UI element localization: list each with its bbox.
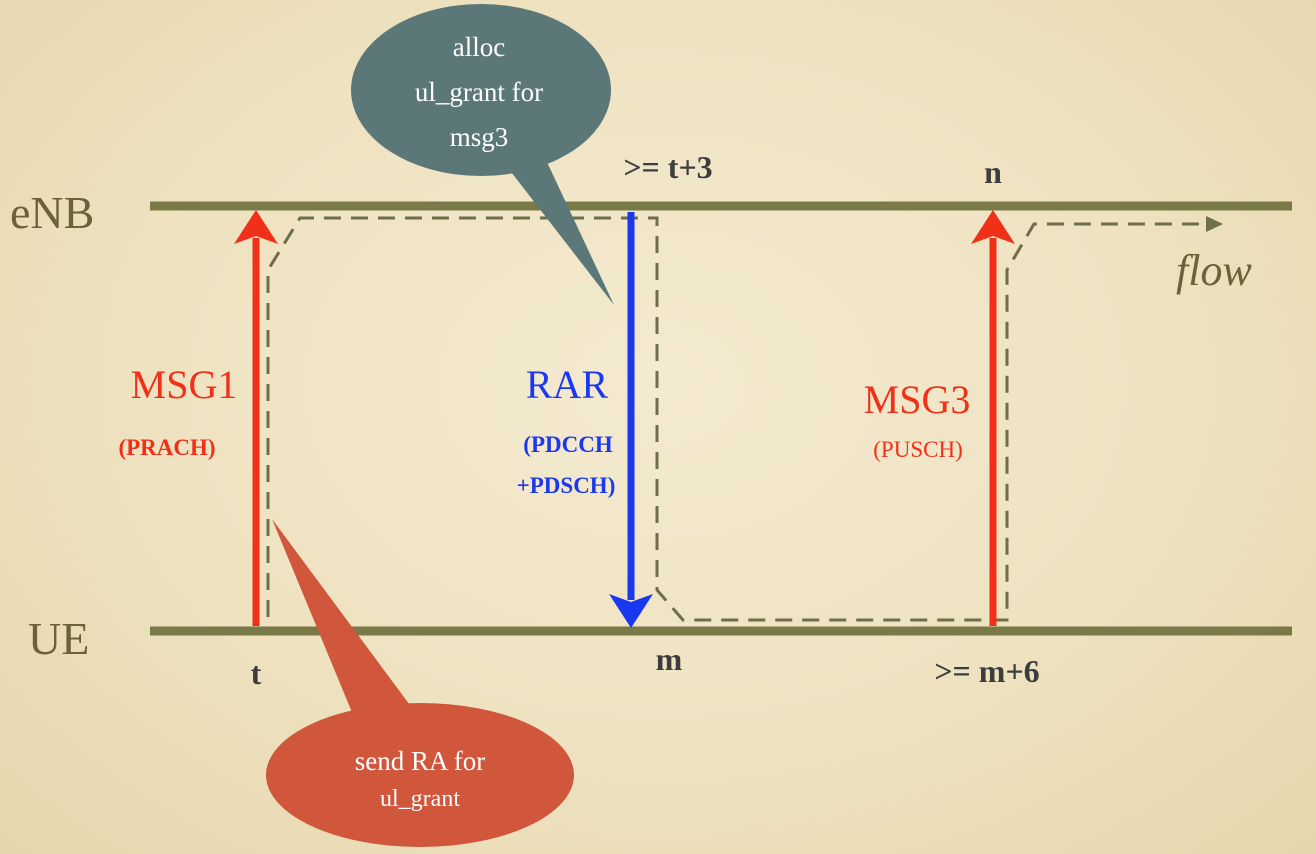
time-label-n: n [984,154,1002,190]
time-label-t3: >= t+3 [623,149,712,185]
time-label-t: t [251,655,262,691]
callout-top-bubble [351,4,611,176]
flow-arrow-head [1206,216,1223,232]
callout-top-tail [508,160,614,305]
callout-bottom-line1: send RA for [355,746,486,776]
ue-label: UE [28,613,89,664]
callout-send-ra: send RA for ul_grant [266,519,574,847]
rar-sublabel-1: (PDCCH [523,432,613,457]
enb-label: eNB [10,187,94,238]
msg1-sublabel: (PRACH) [118,435,215,460]
time-label-m6: >= m+6 [934,653,1039,689]
msg3-label: MSG3 [864,377,971,422]
callout-bottom-bubble [266,703,574,847]
callout-bottom-tail [272,519,418,722]
time-label-m: m [656,641,683,677]
callout-alloc-ul-grant: alloc ul_grant for msg3 [351,4,614,305]
msg3-sublabel: (PUSCH) [873,437,962,462]
rar-sublabel-2: +PDSCH) [517,473,616,498]
callout-top-line1: alloc [453,32,505,62]
callout-top-line2: ul_grant for [415,77,543,107]
callout-top-line3: msg3 [450,122,509,152]
msg3-arrow-head [971,210,1015,244]
rar-label: RAR [526,362,609,407]
callout-bottom-line2: ul_grant [380,786,460,812]
rar-arrow-head [609,594,653,628]
dashed-flow-path [266,216,1210,622]
msg1-label: MSG1 [131,362,238,407]
flow-label: flow [1176,246,1252,295]
msg1-arrow-head [234,210,278,244]
